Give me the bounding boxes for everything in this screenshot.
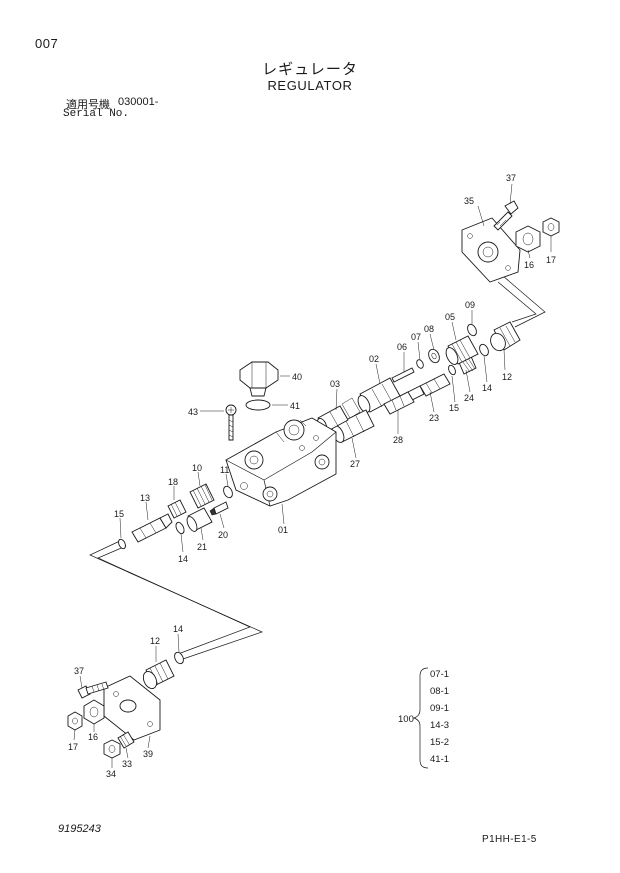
callout-14-bottom: 14: [173, 624, 183, 634]
pipe-route-left: [89, 539, 263, 661]
serial-range: 030001-: [118, 96, 159, 108]
callout-33: 33: [122, 759, 132, 769]
serial-label-japanese: 適用号機: [66, 98, 110, 111]
spring-seat-12-bottom[interactable]: [141, 659, 175, 691]
pin-20[interactable]: [209, 501, 229, 516]
document-number: 9195243: [58, 823, 101, 835]
callout-07: 07: [411, 332, 421, 342]
o-ring-07[interactable]: [415, 359, 424, 370]
callout-23: 23: [429, 413, 439, 423]
nut-16-top[interactable]: [515, 225, 541, 253]
cap-nut-17-bottom[interactable]: [67, 711, 83, 731]
callout-41: 41: [290, 401, 300, 411]
callout-40: 40: [292, 372, 302, 382]
sleeve-05[interactable]: [444, 335, 479, 366]
callout-10: 10: [192, 463, 202, 473]
kit-item: 08-1: [430, 686, 449, 697]
callout-20: 20: [218, 530, 228, 540]
ring-08[interactable]: [427, 348, 442, 365]
kit-item: 14-3: [430, 720, 449, 731]
callout-06: 06: [397, 342, 407, 352]
callout-11: 11: [220, 465, 229, 475]
o-ring-41[interactable]: [245, 399, 271, 411]
callout-16-bottom: 16: [88, 732, 98, 742]
callout-39: 39: [143, 749, 153, 759]
spring-seat-12-top[interactable]: [488, 321, 521, 353]
bolt-37-bottom[interactable]: [77, 681, 109, 699]
spool-13[interactable]: [131, 513, 173, 543]
page-title-japanese: レギュレータ: [262, 60, 358, 78]
callout-17-top: 17: [546, 255, 556, 265]
o-ring-15-top[interactable]: [447, 364, 457, 376]
kit-item: 41-1: [430, 754, 449, 765]
callout-43: 43: [188, 407, 198, 417]
o-ring-09[interactable]: [466, 323, 478, 337]
callout-14-left: 14: [178, 554, 188, 564]
spring-18[interactable]: [167, 499, 187, 519]
callout-15-top: 15: [449, 403, 459, 413]
screw-43[interactable]: [225, 404, 237, 441]
callout-labels: 37 35 16 17 09 05 08 07 06 02 03 12 14 2…: [68, 173, 556, 779]
callout-02: 02: [369, 354, 379, 364]
callout-12-top: 12: [502, 372, 512, 382]
callout-05: 05: [445, 312, 455, 322]
callout-09-top: 09: [465, 300, 475, 310]
serial-label: Serial No.: [63, 108, 130, 120]
pin-06[interactable]: [391, 367, 415, 383]
nut-16-bottom[interactable]: [83, 699, 105, 725]
pipe-route-top: [497, 275, 546, 328]
o-ring-14-left[interactable]: [174, 521, 185, 535]
callout-03: 03: [330, 379, 340, 389]
plug-40[interactable]: [239, 361, 279, 397]
callout-27: 27: [350, 459, 360, 469]
callout-13: 13: [140, 493, 150, 503]
callout-12-bottom: 12: [150, 636, 160, 646]
nut-34[interactable]: [103, 739, 121, 759]
callout-14-top: 14: [482, 383, 492, 393]
callout-37-bottom: 37: [74, 666, 84, 676]
callout-01: 01: [278, 525, 288, 535]
callout-08: 08: [424, 324, 434, 334]
callout-24: 24: [464, 393, 474, 403]
callout-37-top: 37: [506, 173, 516, 183]
sheet-number: P1HH-E1-5: [482, 834, 537, 845]
callout-15-left: 15: [114, 509, 124, 519]
spool-28[interactable]: [383, 391, 415, 415]
o-ring-15-left[interactable]: [117, 538, 127, 550]
callout-21: 21: [197, 542, 207, 552]
cover-plate-35[interactable]: [461, 217, 521, 283]
leader-lines: [73, 183, 552, 768]
kit-item: 15-2: [430, 737, 449, 748]
kit-number: 100: [398, 714, 414, 725]
o-ring-14-top[interactable]: [478, 343, 490, 357]
bolt-37-top[interactable]: [493, 200, 519, 231]
kit-item: 09-1: [430, 703, 449, 714]
callout-17-bottom: 17: [68, 742, 78, 752]
callout-28: 28: [393, 435, 403, 445]
callout-16-top: 16: [524, 260, 534, 270]
cap-nut-17-top[interactable]: [542, 217, 560, 237]
page-number: 007: [35, 36, 59, 51]
seat-11[interactable]: [222, 485, 234, 499]
callout-34: 34: [106, 769, 116, 779]
piston-21[interactable]: [185, 507, 213, 533]
page-title: REGULATOR: [267, 78, 353, 93]
repair-kit-100: 100 07-1 08-1 09-1 14-3 15-2 41-1: [398, 667, 449, 769]
callout-18: 18: [168, 477, 178, 487]
set-screw-33[interactable]: [117, 731, 135, 749]
spring-10[interactable]: [189, 483, 215, 509]
kit-item: 07-1: [430, 669, 449, 680]
callout-35: 35: [464, 196, 474, 206]
regulator-body-01[interactable]: [225, 417, 337, 507]
o-ring-14-bottom[interactable]: [173, 651, 185, 665]
